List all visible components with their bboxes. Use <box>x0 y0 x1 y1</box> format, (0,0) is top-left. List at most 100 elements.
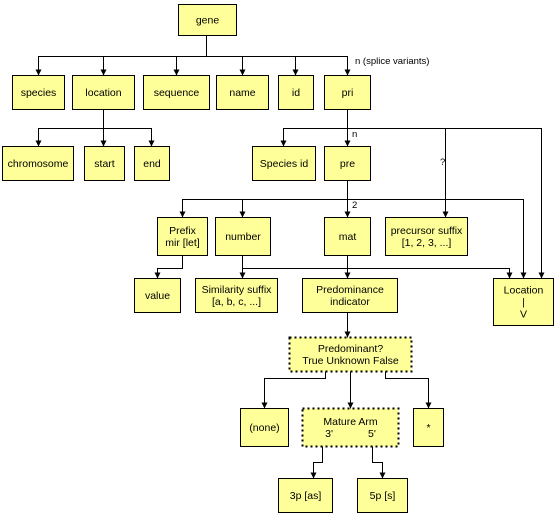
node-box <box>72 75 135 110</box>
node-label: pre <box>340 158 355 170</box>
node-box <box>288 336 413 373</box>
connector-arrow <box>35 35 207 76</box>
node-label: Predominant? <box>318 343 384 355</box>
node-box <box>324 217 371 256</box>
connector-arrow <box>261 371 326 409</box>
node-similarity-suffix: Similarity suffix[a, b, c, ...] <box>195 278 278 313</box>
node-box <box>134 278 181 313</box>
node-label: start <box>94 158 115 170</box>
node-label: 3' 5' <box>325 428 376 440</box>
node-number: number <box>215 217 271 256</box>
node-box <box>324 146 371 181</box>
node-label: mir [let] <box>165 237 200 249</box>
node-box <box>413 408 444 447</box>
connector-arrow <box>280 109 348 147</box>
node-box <box>357 478 408 513</box>
node-label: pri <box>342 87 354 99</box>
node-box <box>385 217 468 256</box>
node-star: * <box>413 408 444 447</box>
node-precursor-suffix: precursor suffix[1, 2, 3, ...] <box>385 217 468 256</box>
node-id: id <box>278 75 314 110</box>
node-species-id: Species id <box>252 146 316 181</box>
connector-arrow <box>100 56 207 76</box>
node-label: sequence <box>154 87 200 99</box>
node-box <box>302 278 398 313</box>
connector-arrow <box>35 109 104 147</box>
node-label: (none) <box>249 422 279 434</box>
node-label: precursor suffix <box>391 225 463 237</box>
node-label: name <box>229 87 255 99</box>
connector-arrow <box>103 128 155 147</box>
node-label: [1, 2, 3, ...] <box>402 237 452 249</box>
node-label: Prefix <box>169 225 197 237</box>
node-label: id <box>292 87 300 99</box>
node-box <box>324 75 371 110</box>
node-label: [a, b, c, ...] <box>212 296 261 308</box>
node-label: True Unknown False <box>302 355 399 367</box>
node-box <box>195 278 278 313</box>
node-label: end <box>143 158 161 170</box>
node-box <box>301 407 400 448</box>
connector-arrow <box>347 128 545 279</box>
node-species: species <box>12 75 65 110</box>
connector-arrow <box>206 56 246 76</box>
node-label: Mature Arm <box>323 416 378 428</box>
node-label: species <box>21 87 57 99</box>
node-label: 3p [as] <box>290 490 322 502</box>
node-label: * <box>426 422 430 434</box>
node-label: | <box>522 297 525 309</box>
node-box <box>216 75 269 110</box>
node-box <box>278 75 314 110</box>
node-sequence: sequence <box>143 75 210 110</box>
node-pri: pri <box>324 75 371 110</box>
node-predominant: Predominant?True Unknown False <box>288 336 413 373</box>
connector-arrow <box>310 446 323 479</box>
edge-label-n-pre: n <box>352 129 357 140</box>
node-label: 5p [s] <box>370 490 396 502</box>
node-label: Predominance <box>316 284 384 296</box>
node-gene: gene <box>178 4 237 36</box>
node-start: start <box>84 146 125 181</box>
node-location: location <box>72 75 135 110</box>
node-label: value <box>145 290 170 302</box>
edge-label-q-suffix: ? <box>440 157 445 168</box>
node-box <box>84 146 125 181</box>
node-p3: 3p [as] <box>278 478 333 513</box>
connector-arrow <box>206 56 351 76</box>
node-label: location <box>85 87 121 99</box>
node-label: Species id <box>260 158 309 170</box>
node-p5: 5p [s] <box>357 478 408 513</box>
connector-arrow <box>242 268 513 279</box>
node-location-v: Location|V <box>493 278 554 326</box>
connector-arrow <box>173 56 207 76</box>
node-label: number <box>225 231 261 243</box>
connector-arrow <box>347 199 527 279</box>
connector-arrow <box>372 446 386 479</box>
node-box <box>240 408 289 447</box>
node-box <box>2 146 74 181</box>
node-box <box>134 146 170 181</box>
node-mat: mat <box>324 217 371 256</box>
node-box <box>252 146 316 181</box>
node-none: (none) <box>240 408 289 447</box>
node-box <box>278 478 333 513</box>
node-box <box>215 217 271 256</box>
node-pre: pre <box>324 146 371 181</box>
node-box <box>178 4 237 36</box>
node-end: end <box>134 146 170 181</box>
node-box <box>493 278 554 326</box>
node-label: V <box>520 309 527 321</box>
connector-arrow <box>385 371 432 409</box>
connector-arrow <box>154 255 183 279</box>
node-box <box>157 217 208 256</box>
node-label: chromosome <box>8 158 69 170</box>
edge-label-splice: n (splice variants) <box>355 56 429 67</box>
node-label: gene <box>196 15 220 27</box>
node-label: mat <box>339 231 357 243</box>
node-label: indicator <box>330 296 370 308</box>
connector-arrow <box>239 199 348 218</box>
